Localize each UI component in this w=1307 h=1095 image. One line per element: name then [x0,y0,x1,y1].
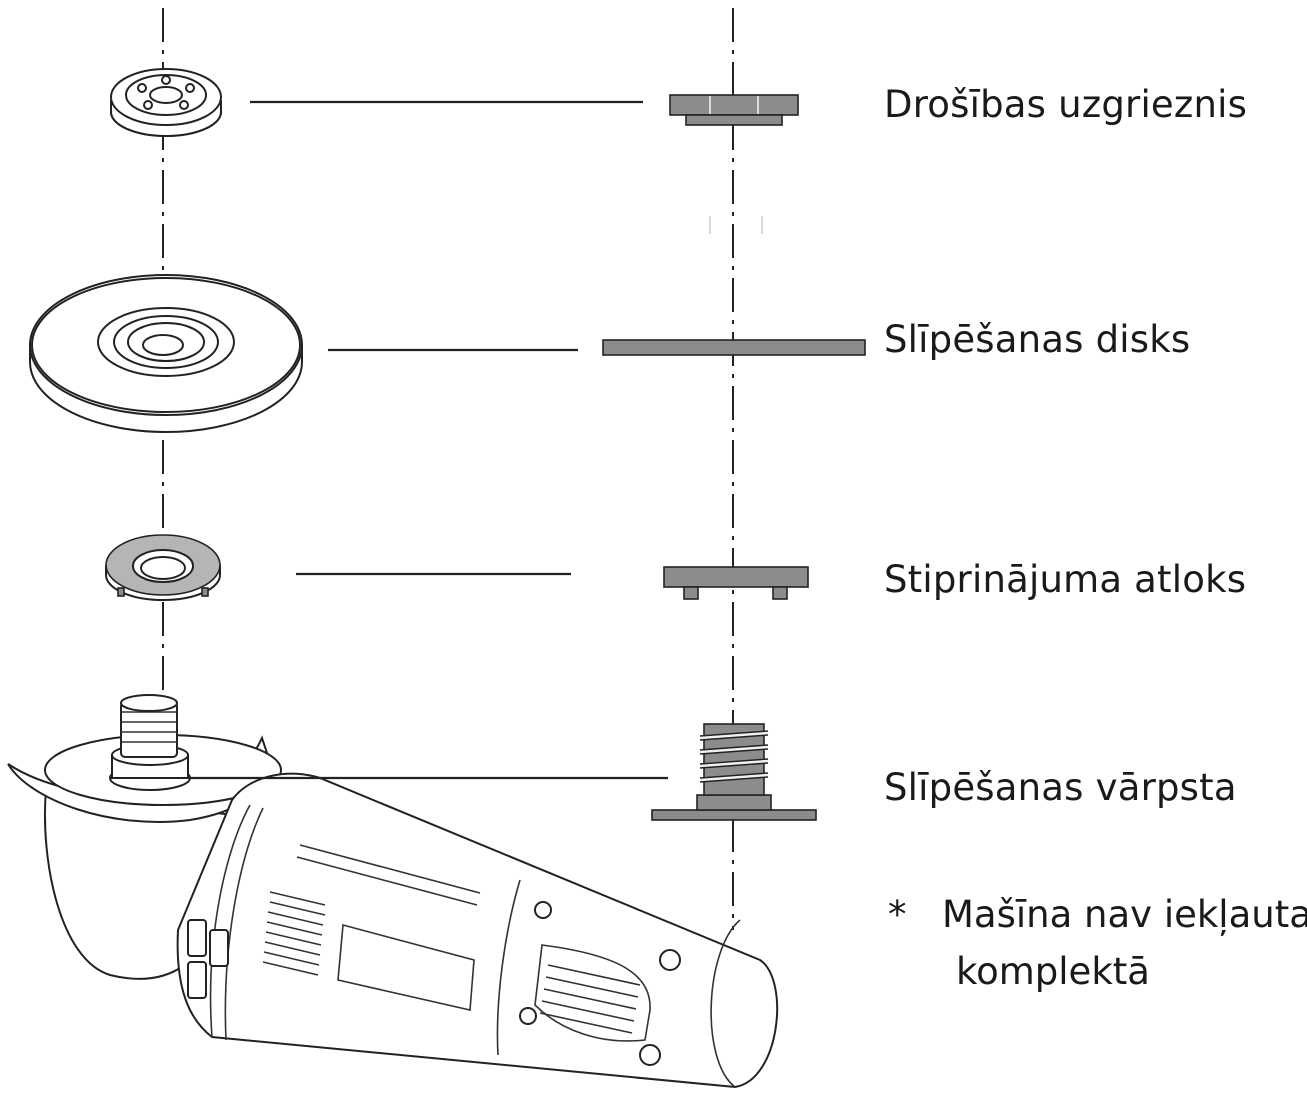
mounting-flange-drawing [105,534,221,601]
grinding-disc-section [602,339,866,356]
grinding-spindle-section [651,723,817,821]
angle-grinder-drawing [7,694,779,1089]
grinding-disc-drawing [29,274,303,433]
mounting-flange-section [663,566,809,600]
label-grinding-spindle: Slīpēšanas vārpsta [884,766,1237,809]
note-line-2: komplektā [956,950,1150,993]
safety-nut-section [669,94,799,126]
note-asterisk: * [888,893,907,936]
label-mounting-flange: Stiprinājuma atloks [884,558,1247,601]
note-line-1: Mašīna nav iekļauta [942,893,1307,936]
label-grinding-disc: Slīpēšanas disks [884,318,1191,361]
safety-nut-drawing [110,68,222,137]
label-safety-nut: Drošības uzgrieznis [884,83,1248,126]
